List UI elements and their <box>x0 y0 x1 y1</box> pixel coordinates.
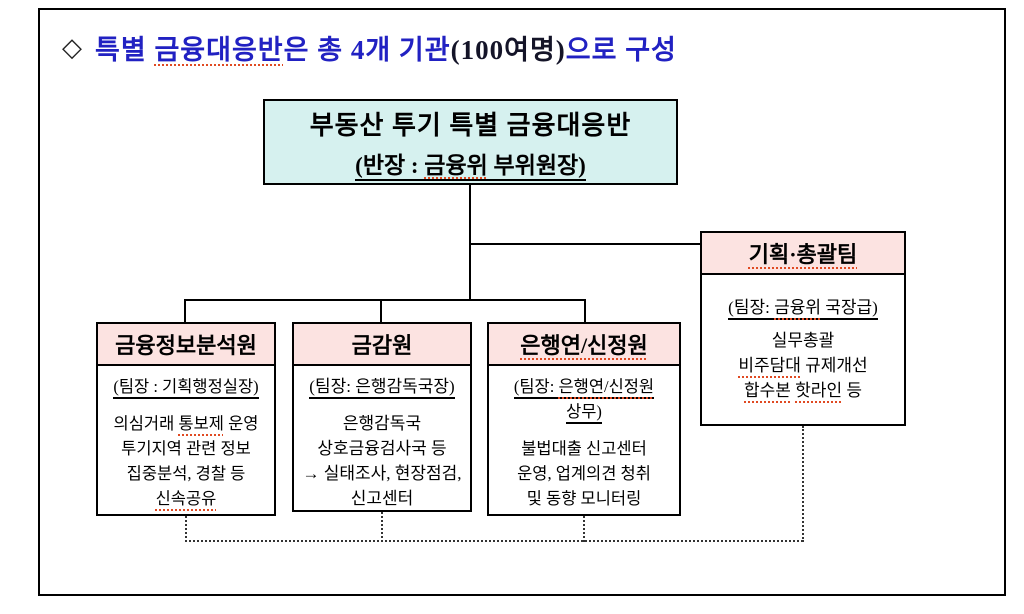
text-segment: 기획·총괄팀 <box>748 242 858 267</box>
box-line: 비주담대 규제개선 <box>702 353 904 378</box>
connector-line <box>184 299 186 323</box>
text-segment: (팀장: 은행감독국장) <box>309 377 455 396</box>
text-segment: 통보제 <box>178 414 224 433</box>
text-segment: (팀장: <box>728 298 775 317</box>
box-line: (팀장: 은행연/신정원 <box>489 374 679 399</box>
text-segment: 운영, 업계의견 청취 <box>517 464 651 483</box>
dotted-connector-line <box>185 540 803 542</box>
text-segment: 부위원장) <box>487 152 586 178</box>
text-segment: (팀장 : 기획행정실장) <box>113 377 259 396</box>
box-line: 상호금융검사국 등 <box>294 436 470 461</box>
dotted-connector-line <box>802 426 804 542</box>
text-segment: 은 총 <box>283 35 351 65</box>
box-line: 투기지역 관련 정보 <box>98 436 274 461</box>
text-segment: 금감원 <box>351 333 413 358</box>
dotted-connector-line <box>583 516 585 542</box>
underlined-text: (팀장: 은행감독국장) <box>309 377 455 399</box>
text-segment: 실무총괄 <box>771 331 835 350</box>
text-segment: 금융위 <box>424 152 488 178</box>
text-segment: 4개 기관 <box>350 35 451 65</box>
dotted-connector-line <box>185 516 187 542</box>
box-line: 은행감독국 <box>294 411 470 436</box>
box-line: 상무) <box>489 399 679 424</box>
box-line: 합수본 핫라인 등 <box>702 378 904 403</box>
text-segment: 금융대응반 <box>154 35 284 65</box>
underlined-text: 상무) <box>566 402 602 424</box>
box-line: 실무총괄 <box>702 328 904 353</box>
top-box-subtitle: (반장 : 금융위 부위원장) <box>355 146 586 181</box>
text-segment: 및 동향 모니터링 <box>526 489 642 508</box>
text-segment: 핫라인 <box>795 381 843 400</box>
text-segment: 은행감독국 <box>342 414 422 433</box>
text-segment: 금융위 <box>774 298 821 317</box>
text-segment: 국장급) <box>821 298 878 317</box>
box-line: 신속공유 <box>98 486 274 511</box>
underlined-text: (팀장 : 기획행정실장) <box>113 377 259 399</box>
text-segment: 운영 <box>223 414 259 433</box>
text-segment: 합수본 <box>744 381 791 400</box>
text-segment: 금융정보분석원 <box>115 333 257 358</box>
box-line: 운영, 업계의견 청취 <box>489 461 679 486</box>
box-line: 및 동향 모니터링 <box>489 486 679 511</box>
org-box-header: 기획·총괄팀 <box>702 233 904 275</box>
text-segment: 규제개선 <box>800 356 868 375</box>
box-line: 신고센터 <box>294 486 470 511</box>
box-line: (팀장: 은행감독국장) <box>294 374 470 399</box>
box-line: (팀장: 금융위 국장급) <box>702 295 904 320</box>
text-segment: 으로 구성 <box>565 35 677 65</box>
text-segment: 신속공유 <box>155 489 217 508</box>
box-line: 불법대출 신고센터 <box>489 436 679 461</box>
text-segment: 상호금융검사국 등 <box>317 439 447 458</box>
text-segment: 집중분석, 경찰 등 <box>126 464 246 483</box>
text-segment: 상무) <box>566 402 602 421</box>
box-line: 집중분석, 경찰 등 <box>98 461 274 486</box>
text-segment: (반장 : <box>355 152 425 178</box>
box-line: (팀장 : 기획행정실장) <box>98 374 274 399</box>
headline-text: 특별 금융대응반은 총 4개 기관(100여명)으로 구성 <box>95 28 677 67</box>
box-line: 의심거래 통보제 운영 <box>98 411 274 436</box>
diamond-icon: ◇ <box>62 32 83 62</box>
text-segment: 등 <box>842 381 862 400</box>
top-box: 부동산 투기 특별 금융대응반 (반장 : 금융위 부위원장) <box>263 99 678 185</box>
text-segment: (팀장: <box>513 377 559 396</box>
connector-line <box>184 299 586 301</box>
text-segment: 신고센터 <box>350 489 414 508</box>
text-segment: 은행연/신정원 <box>558 377 655 396</box>
text-segment: → 실태조사, 현장점검, <box>302 464 462 483</box>
top-box-title: 부동산 투기 특별 금융대응반 <box>309 110 632 140</box>
underlined-text: (팀장: 은행연/신정원 <box>513 377 655 399</box>
connector-line <box>380 299 382 323</box>
text-segment: 의심거래 <box>113 414 179 433</box>
text-segment: 특별 <box>95 35 155 65</box>
org-box-header: 금융정보분석원 <box>98 324 274 366</box>
text-segment: 투기지역 관련 정보 <box>121 439 251 458</box>
connector-line <box>469 243 702 245</box>
box-line: → 실태조사, 현장점검, <box>294 461 470 486</box>
text-segment: (100여명) <box>450 35 566 65</box>
top-box-subtitle-text: (반장 : 금융위 부위원장) <box>355 152 586 181</box>
connector-line <box>584 299 586 323</box>
underlined-text: (팀장: 금융위 국장급) <box>728 298 878 320</box>
text-segment: 비주담대 <box>738 356 801 375</box>
dotted-connector-line <box>381 512 383 542</box>
org-box-header: 금감원 <box>294 324 470 366</box>
org-box-header: 은행연/신정원 <box>489 324 679 366</box>
text-segment: 은행연/신정원 <box>520 333 648 358</box>
text-segment: 불법대출 신고센터 <box>521 439 647 458</box>
headline: ◇ 특별 금융대응반은 총 4개 기관(100여명)으로 구성 <box>62 28 677 67</box>
